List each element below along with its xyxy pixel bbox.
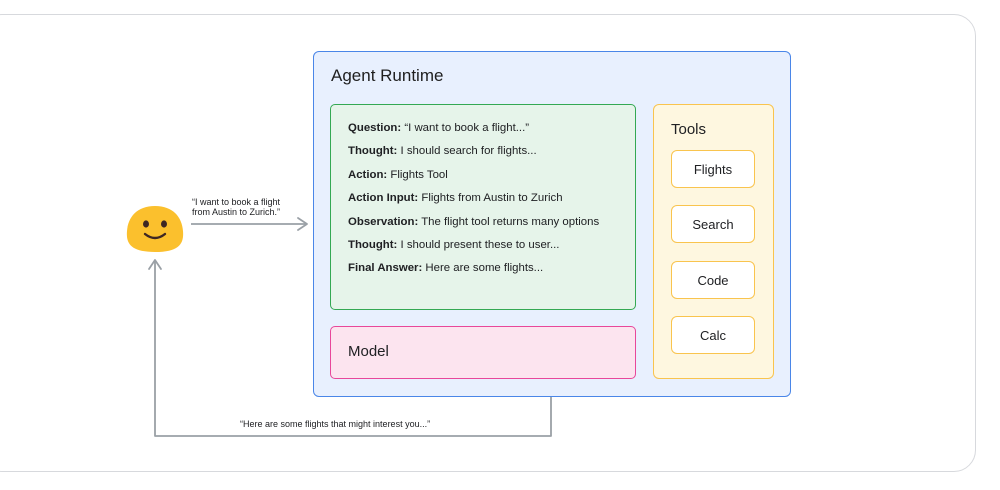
tool-calc: Calc <box>671 316 755 354</box>
reasoning-trace: Question: “I want to book a flight...” T… <box>348 117 599 281</box>
user-request-text: “I want to book a flight from Austin to … <box>192 197 280 217</box>
model-label: Model <box>348 343 389 360</box>
agent-runtime-title: Agent Runtime <box>331 66 444 85</box>
request-arrow <box>191 217 308 231</box>
trace-line-question: Question: “I want to book a flight...” <box>348 117 599 140</box>
user-request-line-2: from Austin to Zurich.” <box>192 207 281 217</box>
tools-title: Tools <box>671 121 707 138</box>
trace-label: Thought: <box>348 239 398 252</box>
trace-text: Flights Tool <box>387 168 448 181</box>
trace-line-final-answer: Final Answer: Here are some flights... <box>348 257 599 280</box>
trace-line-thought: Thought: I should present these to user.… <box>348 234 599 257</box>
agent-response-text: “Here are some flights that might intere… <box>240 419 431 429</box>
trace-text: “I want to book a flight...” <box>401 122 530 134</box>
trace-line-thought: Thought: I should search for flights... <box>348 140 599 163</box>
trace-text: I should search for flights... <box>397 145 537 158</box>
trace-text: The flight tool returns many options <box>418 215 600 228</box>
trace-label: Action: <box>348 168 388 181</box>
trace-label: Question: <box>348 122 402 134</box>
trace-label: Thought: <box>348 145 398 158</box>
tool-code: Code <box>671 261 755 299</box>
trace-label: Final Answer: <box>348 262 423 275</box>
user-request-line-1: “I want to book a flight <box>192 197 281 207</box>
tool-search: Search <box>671 205 755 243</box>
trace-text: Flights from Austin to Zurich <box>418 192 563 205</box>
trace-line-action-input: Action Input: Flights from Austin to Zur… <box>348 187 599 210</box>
trace-label: Action Input: <box>348 192 419 205</box>
trace-text: Here are some flights... <box>422 262 544 275</box>
smiling-face-icon <box>126 206 184 252</box>
trace-label: Observation: <box>348 215 419 228</box>
trace-text: I should present these to user... <box>397 239 560 252</box>
trace-line-observation: Observation: The flight tool returns man… <box>348 211 599 234</box>
trace-line-action: Action: Flights Tool <box>348 164 599 187</box>
reasoning-trace-box <box>330 104 636 310</box>
response-arrow <box>148 259 552 437</box>
model-box <box>330 326 636 379</box>
tool-flights: Flights <box>671 150 755 188</box>
